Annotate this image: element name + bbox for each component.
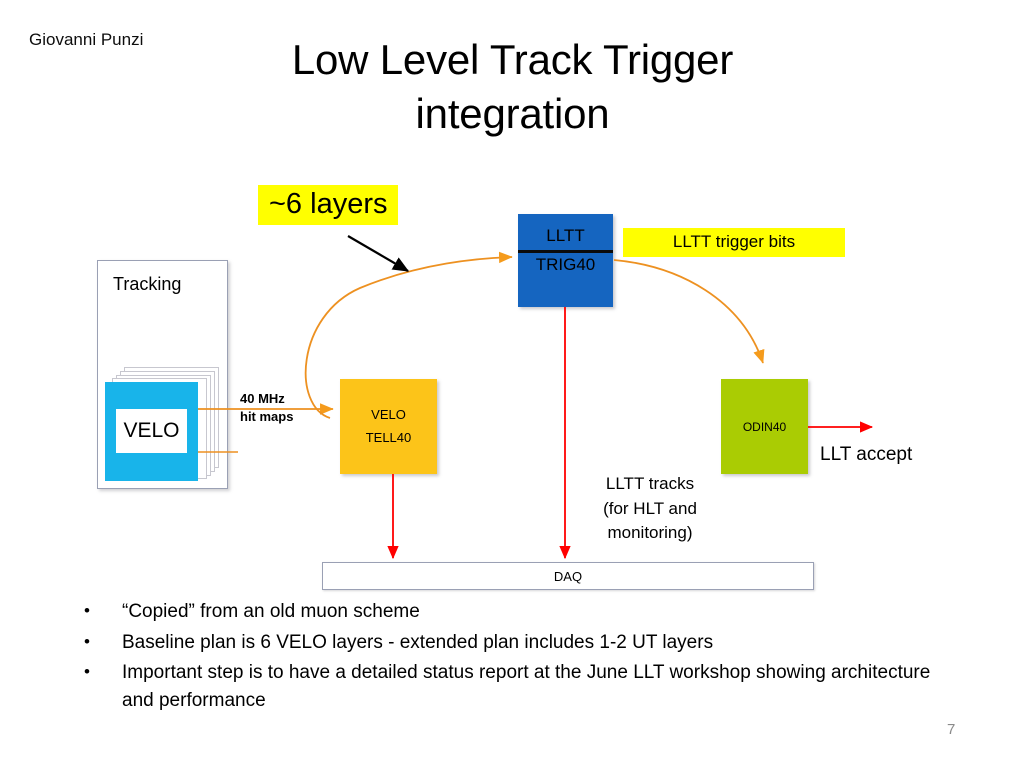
box-tell40-line1: VELO xyxy=(371,406,406,422)
list-item: • “Copied” from an old muon scheme xyxy=(84,598,954,626)
box-lltt-line1: LLTT xyxy=(546,226,585,245)
box-lltt-line2: TRIG40 xyxy=(535,254,596,274)
velo-label: VELO xyxy=(116,409,187,453)
bullet-marker: • xyxy=(84,662,90,682)
daq-label: DAQ xyxy=(553,568,583,584)
bullet-marker: • xyxy=(84,631,90,651)
list-item: • Important step is to have a detailed s… xyxy=(84,659,954,714)
bullet-marker: • xyxy=(84,601,90,620)
arrow-lltt-to-odin40 xyxy=(613,259,765,364)
box-lltt-trig40[interactable]: LLTT TRIG40 xyxy=(518,214,613,307)
box-lltt-divider xyxy=(518,249,613,253)
author-name: Giovanni Punzi xyxy=(29,30,144,49)
page-title: Low Level Track Trigger integration xyxy=(291,36,734,137)
callout-layers: ~6 layers xyxy=(258,185,399,226)
velo-detector: VELO xyxy=(105,382,198,481)
page-number: 7 xyxy=(947,721,956,738)
box-tell40-line2: TELL40 xyxy=(365,429,412,445)
box-velo-tell40[interactable]: VELO TELL40 xyxy=(340,379,437,474)
bullet-text: “Copied” from an old muon scheme xyxy=(122,601,420,622)
arrow-layers-pointer xyxy=(347,235,410,272)
daq-bar[interactable]: DAQ xyxy=(322,562,814,590)
label-lltt-tracks: LLTT tracks (for HLT and monitoring) xyxy=(603,474,697,543)
list-item: • Baseline plan is 6 VELO layers - exten… xyxy=(84,629,954,657)
tracking-group-label: Tracking xyxy=(113,274,182,294)
bullet-text: Important step is to have a detailed sta… xyxy=(122,662,931,711)
label-hit-maps: 40 MHz hit maps xyxy=(240,391,294,425)
bullet-text: Baseline plan is 6 VELO layers - extende… xyxy=(122,631,714,653)
callout-trigger-bits: LLTT trigger bits xyxy=(623,228,845,257)
box-odin40[interactable]: ODIN40 xyxy=(721,379,808,474)
label-llt-accept: LLT accept xyxy=(820,444,913,465)
box-odin40-line1: ODIN40 xyxy=(742,419,787,434)
bullet-list: • “Copied” from an old muon scheme • Bas… xyxy=(84,598,954,717)
